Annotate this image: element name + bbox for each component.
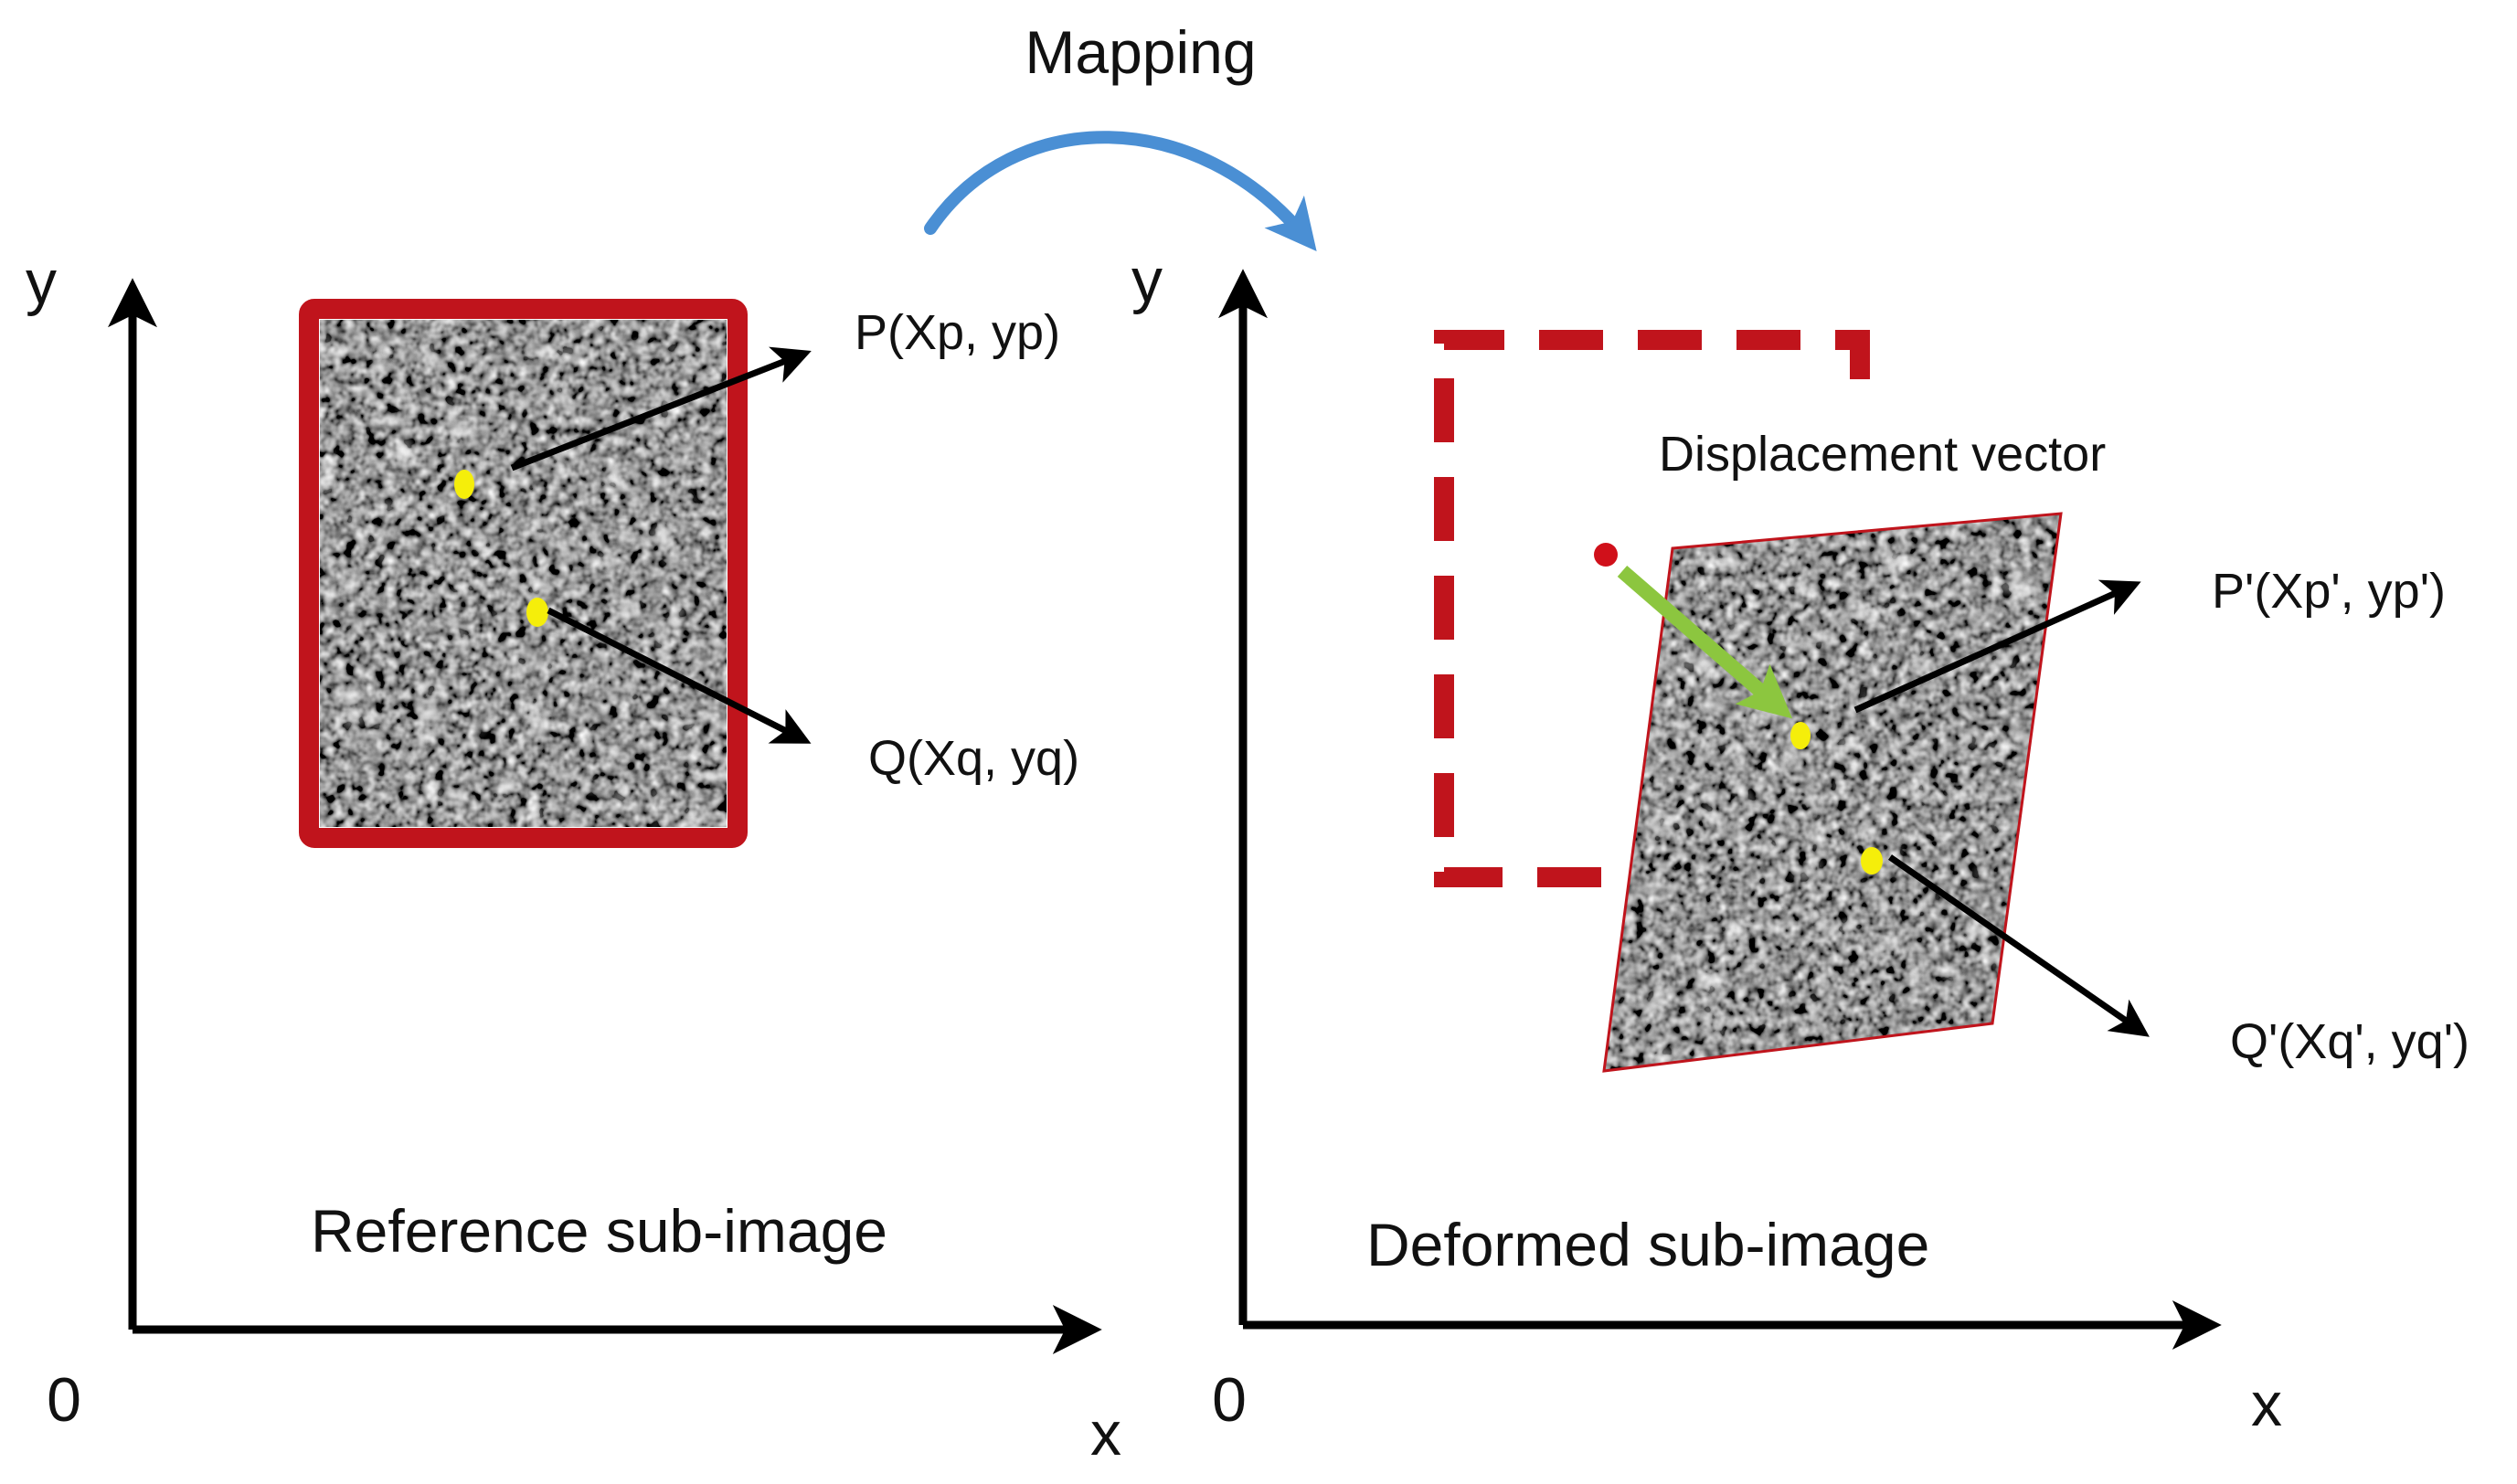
point-q-prime-label: Q'(Xq', yq') [2230,1014,2469,1069]
right-x-axis-label: x [2251,1370,2282,1439]
point-p-prime-leader-arrow [1853,579,2141,714]
point-p-leader-arrow [510,346,812,472]
original-point-marker [1594,543,1618,567]
deformed-subset-border [1602,512,2063,1073]
deformed-caption: Deformed sub-image [1366,1211,1929,1278]
point-q-label: Q(Xq, yq) [868,731,1079,786]
right-panel: y x 0 Displacement vector P'(Xp', yp') Q… [1131,246,2469,1439]
reference-subset [299,299,748,848]
left-origin-label: 0 [47,1365,81,1435]
reference-caption: Reference sub-image [311,1197,887,1265]
left-y-axis-label: y [26,248,57,317]
reference-subset-border [299,299,748,848]
point-p-prime-label: P'(Xp', yp') [2212,564,2446,619]
deformed-point-q-marker [1861,847,1883,874]
mapping-title: Mapping [1025,18,1256,86]
displacement-vector-label: Displacement vector [1659,427,2106,482]
deformed-subset [1602,512,2063,1073]
reference-point-p-marker [454,470,474,499]
left-panel: y x 0 P(Xp, yp) Q(Xq, yq) Reference sub-… [26,248,1121,1468]
deformed-point-p-marker [1790,722,1811,749]
original-subset-outline [1434,330,1870,887]
reference-point-q-marker [526,598,548,627]
left-x-axis-label: x [1090,1399,1121,1468]
mapping-arrow [924,131,1317,252]
point-p-label: P(Xp, yp) [855,305,1060,360]
point-q-leader-arrow [547,607,812,744]
right-origin-label: 0 [1212,1365,1247,1435]
right-y-axis-label: y [1131,246,1163,315]
point-q-prime-leader-arrow [1888,854,2150,1037]
displacement-vector-arrow [1617,565,1793,719]
